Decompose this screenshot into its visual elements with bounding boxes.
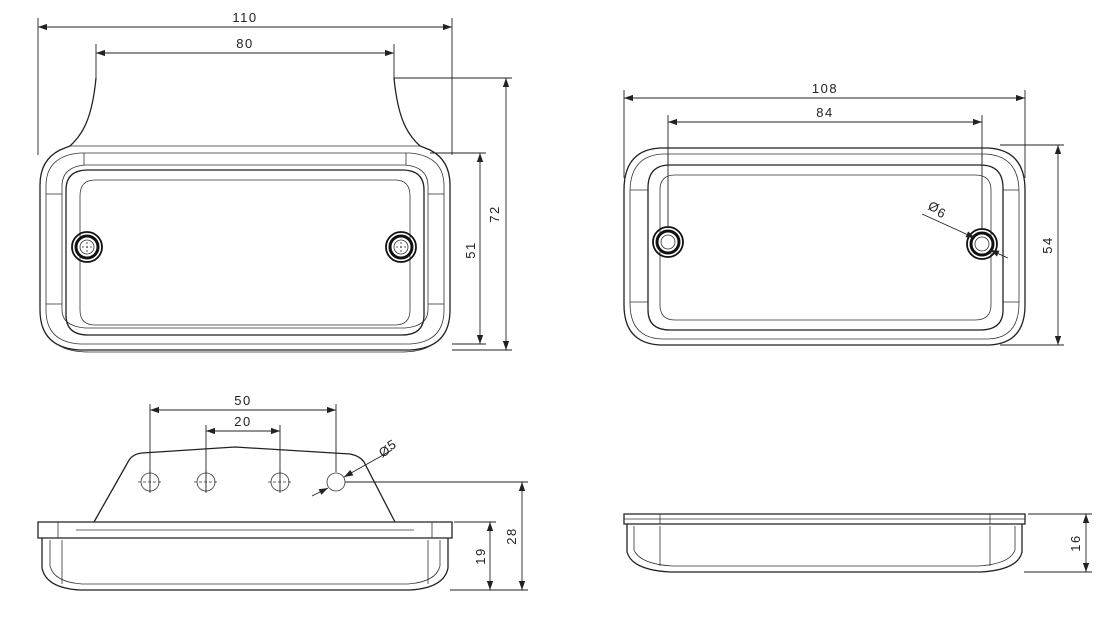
view-side-bracket: 50 20 Ø 5 19 28 [37, 393, 528, 591]
dim-flat-width-overall: 108 [812, 81, 838, 96]
dim-flat-hole-spacing: 84 [816, 105, 833, 120]
dim-side-height-overall: 28 [504, 527, 519, 544]
view-front-flat: Ø 6 108 84 54 [623, 81, 1064, 346]
dim-front-height-overall: 72 [487, 205, 502, 222]
svg-text:Ø: Ø [926, 198, 943, 217]
dim-front-width-bracket: 80 [236, 36, 253, 51]
mounting-hole-right [385, 231, 417, 263]
dim-side-height-body: 19 [473, 547, 488, 564]
dim-bracket-hole-diameter: Ø 5 [376, 436, 400, 461]
dim-front-height-body: 51 [463, 241, 478, 258]
dim-side-hole-spacing-inner: 20 [234, 414, 251, 429]
mounting-hole-left [71, 231, 103, 263]
view-front-bracket: 110 80 51 72 [37, 10, 512, 353]
dim-side-hole-spacing-outer: 50 [234, 393, 251, 408]
dim-front-width-overall: 110 [232, 10, 257, 25]
mounting-hole-right [966, 228, 998, 260]
dim-flat-height-overall: 54 [1040, 236, 1055, 253]
dim-hole-diameter: Ø 6 [926, 198, 949, 222]
bracket-holes [138, 470, 346, 494]
mounting-hole-left [652, 226, 684, 258]
dim-flat-side-height: 16 [1068, 534, 1083, 551]
view-side-flat: 16 [623, 513, 1092, 573]
